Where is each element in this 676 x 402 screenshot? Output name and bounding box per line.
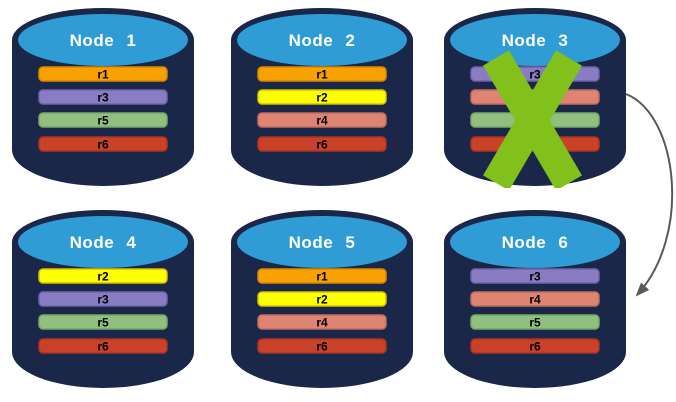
record-label: r3	[97, 293, 109, 307]
node-title: Node 3	[502, 31, 569, 50]
node-6-cylinder: Node 6 r3 r4 r5 r6	[443, 202, 627, 390]
node3-to-node6-arrow	[625, 93, 674, 297]
cylinder-top	[237, 14, 407, 66]
record-row: r1	[257, 66, 387, 82]
node-3-cylinder: Node 3r3r4r5r6	[443, 0, 627, 188]
record-row: r6	[470, 338, 600, 354]
record-row: r5	[38, 314, 168, 330]
record-label: r1	[97, 68, 109, 82]
record-label: r1	[316, 68, 328, 82]
record-label: r4	[316, 316, 328, 330]
record-row: r3	[38, 291, 168, 307]
record-label: r3	[529, 68, 541, 82]
node-5-cylinder: Node 5 r1 r2 r4 r6	[230, 202, 414, 390]
record-row: r3	[470, 268, 600, 284]
record-label: r5	[97, 114, 109, 128]
record-label: r1	[316, 270, 328, 284]
cylinder-top	[18, 216, 188, 268]
node-1-cylinder: Node 1 r1 r3 r5 r6	[11, 0, 195, 188]
record-row: r4	[257, 314, 387, 330]
record-row: r4	[470, 291, 600, 307]
node-title: Node 4	[70, 233, 137, 252]
record-row: r1	[257, 268, 387, 284]
record-label: r5	[529, 316, 541, 330]
record-label: r4	[529, 293, 541, 307]
node-title: Node 5	[289, 233, 356, 252]
cylinder-top	[237, 216, 407, 268]
failure-x-icon	[483, 50, 582, 188]
record-row: r1	[38, 66, 168, 82]
cylinder-top	[450, 216, 620, 268]
cylinder-top	[18, 14, 188, 66]
record-label: r3	[529, 270, 541, 284]
record-row: r6	[38, 338, 168, 354]
record-label: r6	[316, 340, 328, 354]
record-label: r6	[97, 138, 109, 152]
record-label: r4	[316, 114, 328, 128]
node-title: Node 2	[289, 31, 356, 50]
record-row: r2	[257, 89, 387, 105]
node-title: Node 1	[70, 31, 137, 50]
record-row: r3	[38, 89, 168, 105]
record-label: r6	[316, 138, 328, 152]
record-row: r5	[470, 314, 600, 330]
record-label: r2	[316, 293, 328, 307]
node-title: Node 6	[502, 233, 569, 252]
node-2-cylinder: Node 2 r1 r2 r4 r6	[230, 0, 414, 188]
record-label: r6	[97, 340, 109, 354]
node-4-cylinder: Node 4 r2 r3 r5 r6	[11, 202, 195, 390]
record-row: r6	[257, 338, 387, 354]
record-row: r6	[257, 136, 387, 152]
record-row: r4	[257, 112, 387, 128]
record-label: r6	[529, 340, 541, 354]
record-label: r3	[97, 91, 109, 105]
record-row: r2	[257, 291, 387, 307]
record-row: r5	[38, 112, 168, 128]
record-label: r2	[97, 270, 109, 284]
cylinder-top	[450, 14, 620, 66]
record-label: r5	[97, 316, 109, 330]
record-label: r2	[316, 91, 328, 105]
record-row: r2	[38, 268, 168, 284]
record-row: r6	[38, 136, 168, 152]
